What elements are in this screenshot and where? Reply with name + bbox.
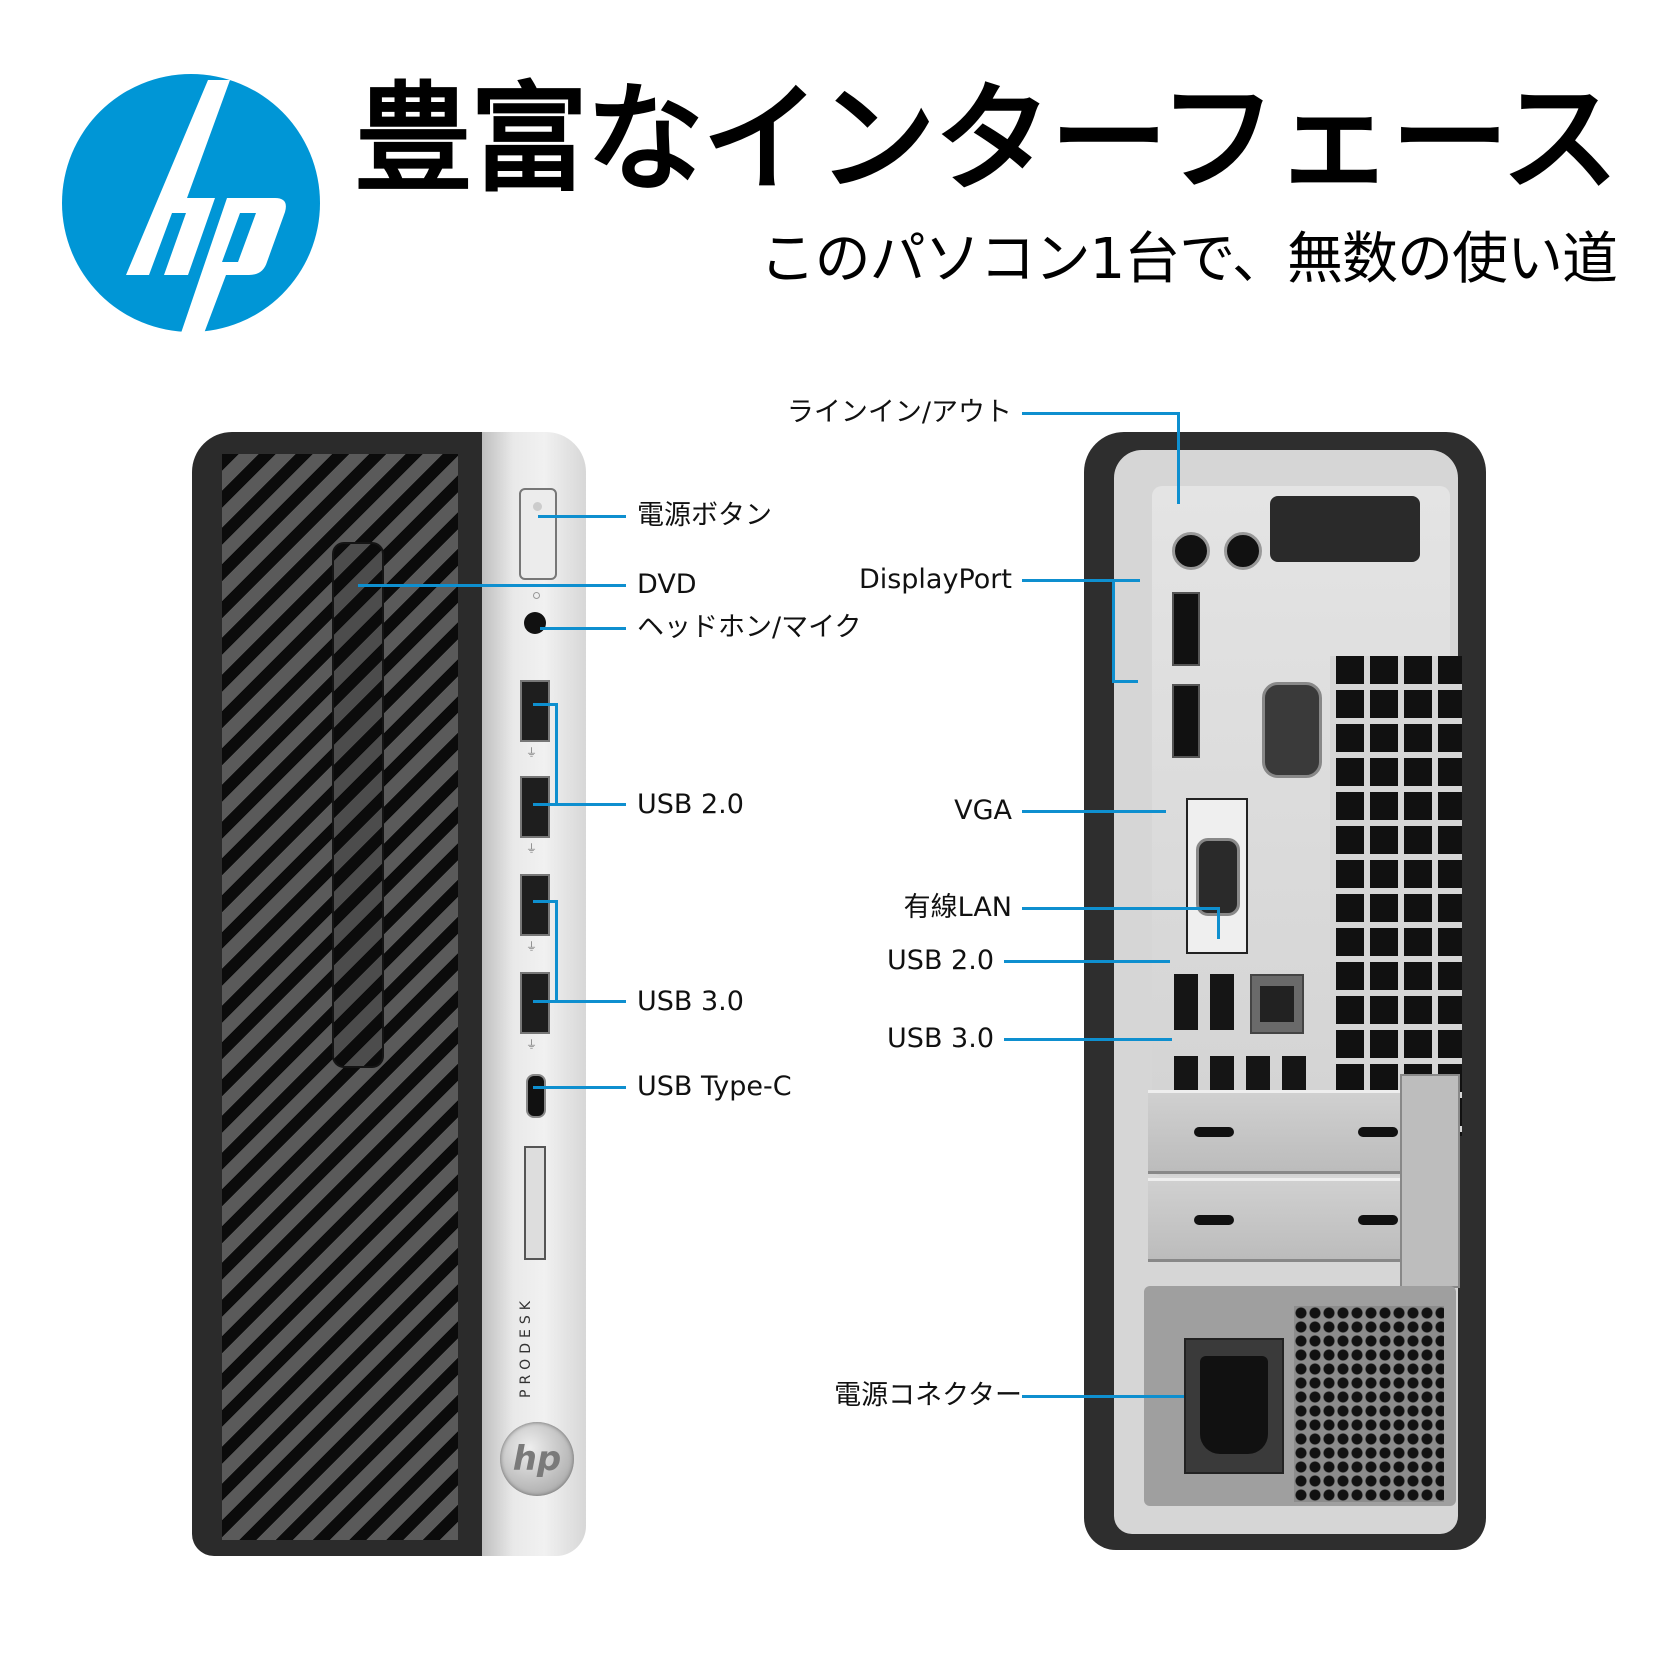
rear-usb20-port-2: [1210, 974, 1234, 1030]
hp-badge-icon: hp: [500, 1422, 574, 1496]
leader-power-button: [538, 515, 626, 518]
leader-usb20-a: [533, 703, 558, 706]
front-usb20-port-1: [520, 680, 550, 742]
front-grille-panel: [192, 432, 482, 1556]
displayport-2: [1172, 684, 1200, 758]
expansion-slot-2: [1148, 1178, 1418, 1262]
leader-vga: [1022, 810, 1166, 813]
label-front-usb20: USB 2.0: [637, 789, 744, 820]
front-usb-c-port: [526, 1074, 546, 1118]
leader-usb30-vert: [555, 900, 558, 1003]
power-connector: [1184, 1338, 1284, 1474]
leader-lan: [1022, 907, 1220, 910]
usb-icon: ⏚: [526, 746, 537, 759]
dvd-drive: [332, 542, 384, 1068]
ethernet-port: [1250, 974, 1304, 1034]
power-supply: [1144, 1286, 1456, 1506]
leader-power-connector: [1022, 1395, 1184, 1398]
vga-port: [1196, 838, 1240, 916]
vent-grid: [1330, 656, 1462, 1136]
model-label: PRODESK: [518, 1296, 534, 1398]
leader-usb30-b: [533, 1000, 626, 1003]
expansion-slot-1: [1148, 1090, 1418, 1174]
slot-latch: [1400, 1074, 1460, 1288]
leader-headphone: [540, 627, 626, 630]
leader-rear-usb30: [1004, 1038, 1172, 1041]
leader-line-in-out: [1022, 412, 1180, 415]
leader-usb30-a: [533, 900, 558, 903]
label-power-connector: 電源コネクター: [834, 1380, 1022, 1411]
activity-led: [533, 592, 540, 599]
label-front-usb30: USB 3.0: [637, 986, 744, 1017]
rear-panel: [1114, 450, 1462, 1534]
leader-lan-vert: [1217, 907, 1220, 939]
hp-logo-icon: [60, 72, 322, 336]
usb-ss-icon: ⏚: [526, 940, 537, 953]
label-displayport: DisplayPort: [858, 564, 1012, 595]
page-subtitle: このパソコン1台で、無数の使い道: [759, 227, 1618, 292]
leader-displayport-vert: [1112, 579, 1115, 683]
front-usb30-port-1: [520, 874, 550, 936]
label-front-usb-c: USB Type-C: [637, 1071, 792, 1102]
label-vga: VGA: [954, 795, 1012, 826]
label-line-in-out: ラインイン/アウト: [786, 397, 1012, 428]
rear-io-shield: [1152, 486, 1462, 1176]
power-icon: [533, 502, 542, 511]
power-button: [519, 488, 557, 580]
label-lan: 有線LAN: [903, 892, 1012, 923]
leader-line-in-out-vert: [1177, 412, 1180, 504]
displayport-1: [1172, 592, 1200, 666]
svg-text:hp: hp: [513, 1439, 562, 1479]
label-dvd: DVD: [637, 569, 697, 600]
label-headphone-mic: ヘッドホン/マイク: [637, 612, 862, 643]
leader-usb-c: [533, 1086, 626, 1089]
port-cover: [1270, 496, 1420, 562]
line-in-jack: [1172, 532, 1210, 570]
psu-fan-grille: [1294, 1306, 1444, 1502]
serial-port: [1262, 682, 1322, 778]
front-io-panel: ⏚ ⏚ ⏚ ⏚ PRODESK hp: [482, 432, 586, 1556]
leader-displayport-2: [1112, 680, 1138, 683]
front-usb30-port-2: [520, 972, 550, 1034]
leader-usb20-b: [533, 803, 626, 806]
label-rear-usb30: USB 3.0: [887, 1023, 994, 1054]
card-reader-slot: [524, 1146, 546, 1260]
page-title: 豊富なインターフェース: [353, 70, 1619, 208]
leader-dvd: [358, 584, 626, 587]
front-tower: ⏚ ⏚ ⏚ ⏚ PRODESK hp: [192, 432, 586, 1556]
line-out-jack: [1224, 532, 1262, 570]
rear-tower: [1084, 432, 1486, 1550]
label-rear-usb20: USB 2.0: [887, 945, 994, 976]
leader-displayport: [1022, 579, 1140, 582]
rear-usb20-port-1: [1174, 974, 1198, 1030]
front-usb20-port-2: [520, 776, 550, 838]
usb-icon: ⏚: [526, 842, 537, 855]
usb-ss-icon: ⏚: [526, 1038, 537, 1051]
leader-usb20-vert: [555, 703, 558, 806]
headphone-jack: [524, 612, 546, 634]
label-power-button: 電源ボタン: [637, 500, 772, 531]
leader-rear-usb20: [1004, 960, 1170, 963]
